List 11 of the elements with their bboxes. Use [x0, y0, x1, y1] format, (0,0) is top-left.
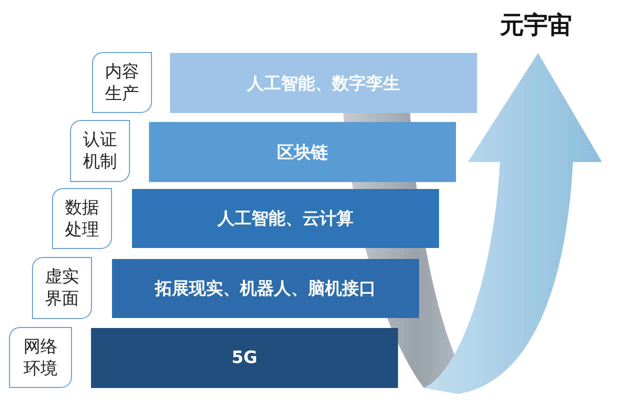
layer-bar: 拓展现实、机器人、脑机接口: [112, 259, 419, 318]
category-label: 数据处理: [52, 188, 112, 249]
layer-bar: 人工智能、数字孪生: [170, 53, 477, 113]
title: 元宇宙: [500, 10, 572, 41]
category-label: 网络环境: [9, 327, 72, 388]
category-label: 虚实界面: [32, 257, 92, 319]
category-label: 内容生产: [92, 52, 152, 113]
layer-bar: 5G: [91, 328, 398, 388]
category-label: 认证机制: [70, 120, 130, 182]
layer-bar: 人工智能、云计算: [132, 189, 439, 248]
layer-bar: 区块链: [149, 122, 456, 182]
